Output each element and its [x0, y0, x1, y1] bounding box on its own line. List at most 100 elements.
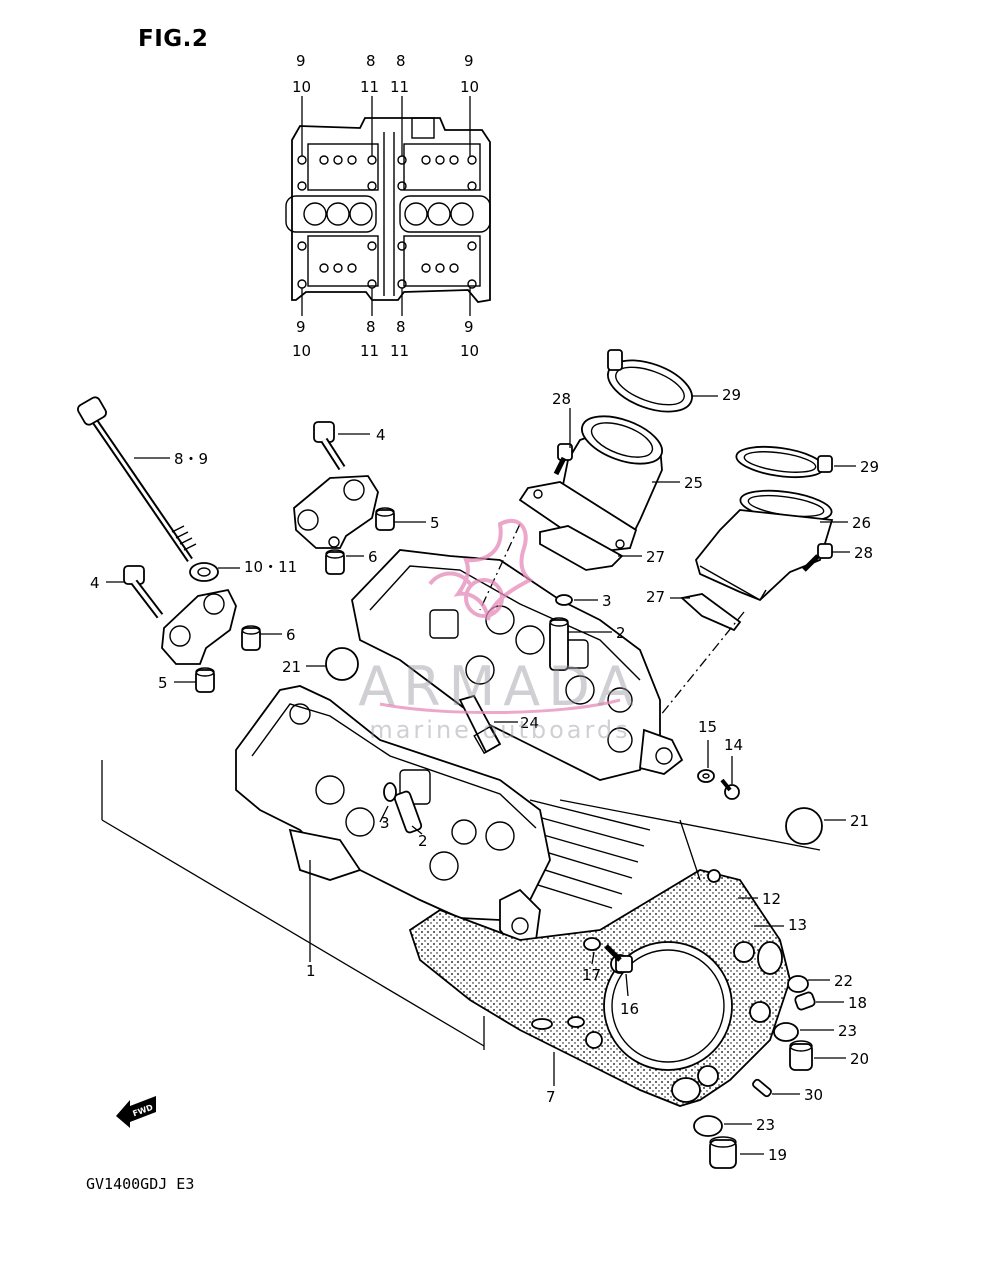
rocker-cap-lower	[161, 588, 237, 665]
top-view-head-layout	[285, 96, 491, 316]
clip-3-front	[383, 782, 397, 802]
callout-4-upper: 4	[376, 426, 386, 444]
dowel-6-lower	[241, 625, 261, 651]
callout-15: 15	[698, 718, 717, 736]
callout-1: 1	[306, 962, 316, 980]
callout-bottom-2-lower: 11	[360, 342, 379, 360]
callout-14: 14	[724, 736, 743, 754]
assembly-lines	[101, 523, 821, 1050]
callout-17: 17	[582, 966, 601, 984]
callout-16: 16	[620, 1000, 639, 1018]
screw-28-upper	[553, 443, 573, 476]
clip-3-rear	[555, 594, 573, 606]
callout-27-upper: 27	[646, 548, 665, 566]
callout-6-lower: 6	[286, 626, 296, 644]
callout-bottom-2-upper: 8	[366, 318, 376, 336]
callout-top-2-lower: 11	[360, 78, 379, 96]
o-ring-23-lower	[693, 1115, 723, 1137]
washer-15	[697, 769, 715, 783]
callout-3-rear: 3	[602, 592, 612, 610]
callout-22: 22	[834, 972, 853, 990]
callout-top-2-upper: 8	[366, 52, 376, 70]
intake-pipe-25	[518, 415, 663, 553]
callout-5-upper: 5	[430, 514, 440, 532]
callout-2-front: 2	[418, 832, 428, 850]
callout-28-upper: 28	[552, 390, 571, 408]
callout-8-9: 8・9	[174, 450, 208, 468]
callout-23-lower: 23	[756, 1116, 775, 1134]
callout-29-upper: 29	[722, 386, 741, 404]
callout-7: 7	[546, 1088, 556, 1106]
callout-29-lower: 29	[860, 458, 879, 476]
valve-guide-2-rear	[549, 617, 569, 671]
callout-25: 25	[684, 474, 703, 492]
callout-13: 13	[788, 916, 807, 934]
callout-24: 24	[520, 714, 539, 732]
callout-21-left: 21	[282, 658, 301, 676]
part-callouts: 8・9 10・11 4 4 5 5 6 6 21 21 1 3 3 2 2 24…	[90, 386, 879, 1164]
dowel-5-lower	[195, 667, 215, 693]
gasket-27-upper	[539, 525, 624, 571]
fwd-arrow-icon: FWD	[116, 1096, 156, 1128]
callout-10-11: 10・11	[244, 558, 297, 576]
top-view-callouts-upper: 9 10 8 11 8 11 9 10	[292, 52, 479, 96]
rocker-cap-upper	[293, 475, 379, 549]
callout-bottom-1-lower: 10	[292, 342, 311, 360]
callout-12: 12	[762, 890, 781, 908]
washer-17	[583, 937, 601, 951]
callout-top-4-upper: 9	[464, 52, 474, 70]
bolt-14	[720, 778, 740, 800]
cooling-fins	[495, 799, 651, 909]
callout-bottom-3-upper: 8	[396, 318, 406, 336]
callout-26: 26	[852, 514, 871, 532]
spark-plug-24	[458, 694, 502, 755]
screw-28-lower	[802, 543, 833, 572]
callout-20: 20	[850, 1050, 869, 1068]
callout-6-upper: 6	[368, 548, 378, 566]
callout-27-lower: 27	[646, 588, 665, 606]
dowel-19	[709, 1136, 737, 1169]
callout-top-3-upper: 8	[396, 52, 406, 70]
clamp-29-lower	[735, 445, 833, 479]
bolt-4-lower	[123, 565, 164, 619]
figure-title: FIG.2	[138, 26, 209, 52]
callout-bottom-4-lower: 10	[460, 342, 479, 360]
dowel-6-upper	[325, 549, 345, 575]
clamp-29-upper	[607, 349, 693, 413]
callout-30: 30	[804, 1086, 823, 1104]
callout-5-lower: 5	[158, 674, 168, 692]
callout-bottom-4-upper: 9	[464, 318, 474, 336]
callout-21-right: 21	[850, 812, 869, 830]
callout-top-1-lower: 10	[292, 78, 311, 96]
callout-23-upper: 23	[838, 1022, 857, 1040]
plug-21-right	[785, 807, 823, 845]
top-view-callouts-lower: 9 10 8 11 8 11 9 10	[292, 318, 479, 360]
model-code: GV1400GDJ E3	[86, 1175, 195, 1193]
dowel-18	[794, 991, 816, 1011]
front-cylinder-head	[235, 685, 551, 952]
callout-top-4-lower: 10	[460, 78, 479, 96]
o-ring-22	[787, 975, 809, 993]
callout-bottom-1-upper: 9	[296, 318, 306, 336]
intake-pipe-26	[695, 489, 834, 602]
pin-30	[752, 1078, 772, 1098]
head-gasket-7	[408, 869, 791, 1107]
callout-top-1-upper: 9	[296, 52, 306, 70]
callout-3-front: 3	[380, 814, 390, 832]
plug-21-left	[325, 647, 359, 681]
callout-4-lower: 4	[90, 574, 100, 592]
watermark-logo-icon	[379, 519, 621, 715]
head-bolt-long	[77, 396, 197, 562]
callout-top-3-lower: 11	[390, 78, 409, 96]
dowel-5-upper	[375, 507, 395, 531]
callout-19: 19	[768, 1146, 787, 1164]
washer-10-11	[189, 562, 219, 582]
bolt-16	[604, 944, 633, 973]
callout-18: 18	[848, 994, 867, 1012]
bolt-4-upper	[313, 421, 346, 471]
rear-cylinder-head	[351, 549, 684, 781]
callout-bottom-3-lower: 11	[390, 342, 409, 360]
gasket-27-lower	[680, 593, 742, 632]
callout-2-rear: 2	[616, 624, 626, 642]
